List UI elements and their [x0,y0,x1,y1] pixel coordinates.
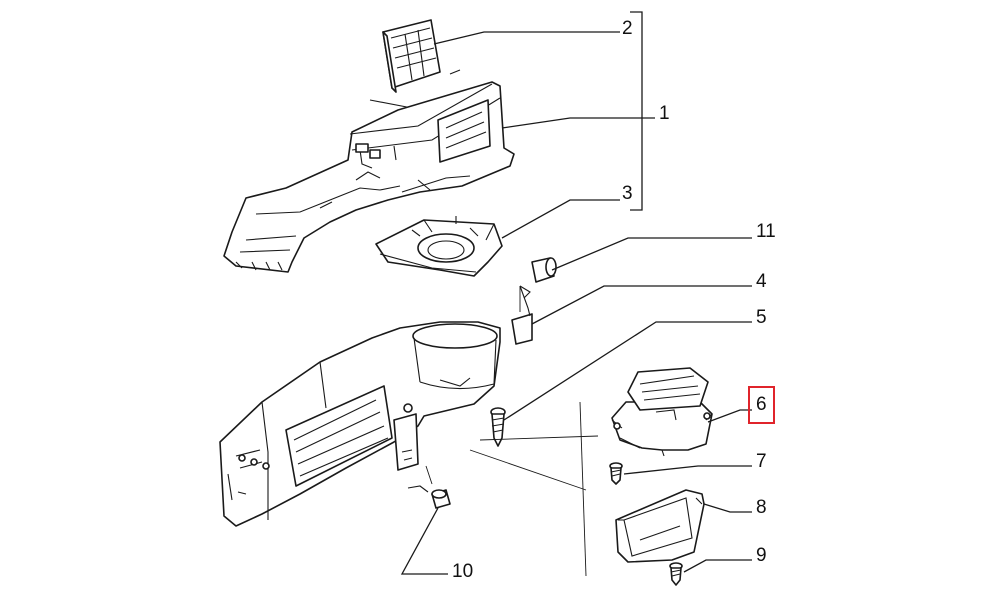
callout-11[interactable]: 11 [756,221,776,242]
leader-5 [503,321,752,421]
callout-3[interactable]: 3 [622,183,633,204]
leader-1 [501,117,655,129]
part-10-bushing[interactable] [407,485,451,509]
leader-lines [400,31,752,575]
callout-2[interactable]: 2 [622,18,633,39]
leader-6 [707,409,752,423]
assembly-guide-lines [425,286,599,577]
part-11-bushing[interactable] [519,257,557,299]
part-9-screw[interactable] [669,562,683,586]
part-6-resistor[interactable] [611,367,713,457]
leader-9 [683,559,752,573]
part-2-filter[interactable] [369,19,461,109]
leader-3 [501,199,620,239]
group-bracket [630,11,643,211]
callout-4[interactable]: 4 [756,271,767,292]
part-4-blower-housing[interactable] [219,285,533,527]
leader-11 [551,237,752,271]
part-1-air-duct-housing[interactable] [223,81,515,273]
callout-1[interactable]: 1 [659,103,670,124]
callout-6[interactable]: 6 [756,394,767,415]
callout-8[interactable]: 8 [756,497,767,518]
part-7-screw[interactable] [609,462,623,485]
leader-2 [433,31,620,45]
leader-4 [531,285,752,325]
callout-9[interactable]: 9 [756,545,767,566]
leader-10 [400,507,448,575]
part-5-screw[interactable] [490,407,506,447]
part-8-cover[interactable] [615,489,705,563]
leader-8 [703,503,752,513]
leader-7 [623,465,752,475]
callout-7[interactable]: 7 [756,451,767,472]
callout-5[interactable]: 5 [756,307,767,328]
callout-6-highlight-box [748,386,775,424]
callout-10[interactable]: 10 [452,561,474,582]
part-3-base-plate[interactable] [375,216,503,277]
